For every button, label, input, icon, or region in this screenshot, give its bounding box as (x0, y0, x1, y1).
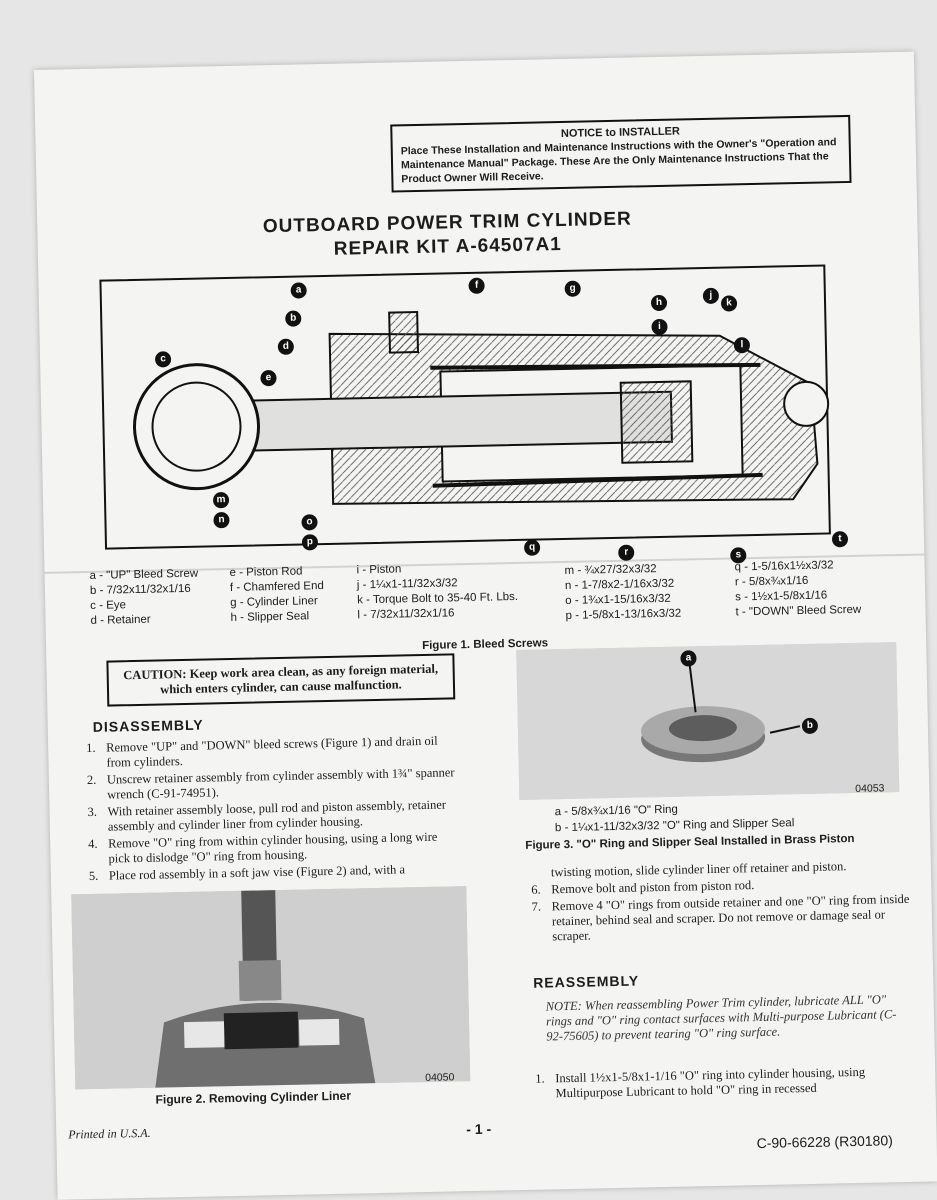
legend-item: p - 1-5/8x1-13/16x3/32 (565, 607, 682, 622)
step-4: 4.Remove "O" ring from within cylinder h… (88, 829, 438, 866)
figure-3-legend: a - 5/8x¾x1/16 "O" Ring b - 1¼x1-11/32x3… (554, 799, 795, 836)
step-2: 2.Unscrew retainer assembly from cylinde… (86, 765, 455, 802)
figure-2-caption: Figure 2. Removing Cylinder Liner (155, 1088, 352, 1107)
legend-item: d - Retainer (90, 613, 151, 627)
continued-steps: twisting motion, slide cylinder liner of… (531, 858, 913, 947)
legend-col-2: e - Piston Rod f - Chamfered End g - Cyl… (229, 564, 324, 626)
legend-item: g - Cylinder Liner (230, 595, 318, 610)
legend-item: b - 7/32x11/32x1/16 (89, 582, 191, 597)
reassembly-heading: REASSEMBLY (533, 972, 640, 991)
legend-item: t - "DOWN" Bleed Screw (735, 603, 862, 619)
legend-col-5: q - 1-5/16x1½x3/32 r - 5/8x¾x1/16 s - 1½… (734, 558, 861, 621)
step-3: 3.With retainer assembly loose, pull rod… (87, 797, 447, 834)
piston-photo-drawing (516, 642, 900, 800)
figure-2-photo (71, 886, 471, 1090)
notice-body: Place These Installation and Maintenance… (400, 136, 837, 186)
legend-col-1: a - "UP" Bleed Screw b - 7/32x11/32x1/16… (89, 567, 199, 629)
document-number: C-90-66228 (R30180) (756, 1132, 893, 1152)
callout-r: r (618, 544, 635, 561)
cylinder-cutaway-diagram (98, 263, 834, 563)
reassembly-steps: 1.Install 1½x1-5/8x1-1/16 "O" ring into … (535, 1064, 921, 1104)
printed-in: Printed in U.S.A. (68, 1125, 151, 1142)
reassembly-note: NOTE: When reassembling Power Trim cylin… (545, 992, 897, 1044)
vise-photo-drawing (71, 886, 471, 1090)
instruction-sheet: NOTICE to INSTALLER Place These Installa… (34, 51, 937, 1200)
page-title: OUTBOARD POWER TRIM CYLINDER REPAIR KIT … (247, 207, 648, 263)
reassembly-step-1: 1.Install 1½x1-5/8x1-1/16 "O" ring into … (535, 1064, 866, 1101)
figure-3-photo: a b (516, 642, 900, 800)
step-1: 1.Remove "UP" and "DOWN" bleed screws (F… (86, 733, 438, 770)
legend-item: l - 7/32x11/32x1/16 (357, 607, 455, 622)
figure-2-code: 04050 (425, 1071, 455, 1085)
callout-t: t (831, 531, 849, 548)
caution-box: CAUTION: Keep work area clean, as any fo… (106, 653, 456, 707)
page-number: - 1 - (466, 1120, 492, 1138)
figure-3-code: 04053 (855, 782, 885, 795)
legend-item: h - Slipper Seal (230, 610, 310, 625)
legend-col-4: m - ¾x27/32x3/32 n - 1-7/8x2-1/16x3/32 o… (564, 562, 681, 624)
step-7: 7.Remove 4 "O" rings from outside retain… (531, 891, 910, 944)
cylinder-drawing (99, 264, 831, 550)
notice-box: NOTICE to INSTALLER Place These Installa… (390, 114, 852, 193)
disassembly-steps: 1.Remove "UP" and "DOWN" bleed screws (F… (86, 733, 459, 886)
disassembly-heading: DISASSEMBLY (92, 716, 204, 735)
legend-col-3: i - Piston j - 1¼x1-11/32x3/32 k - Torqu… (356, 560, 518, 623)
